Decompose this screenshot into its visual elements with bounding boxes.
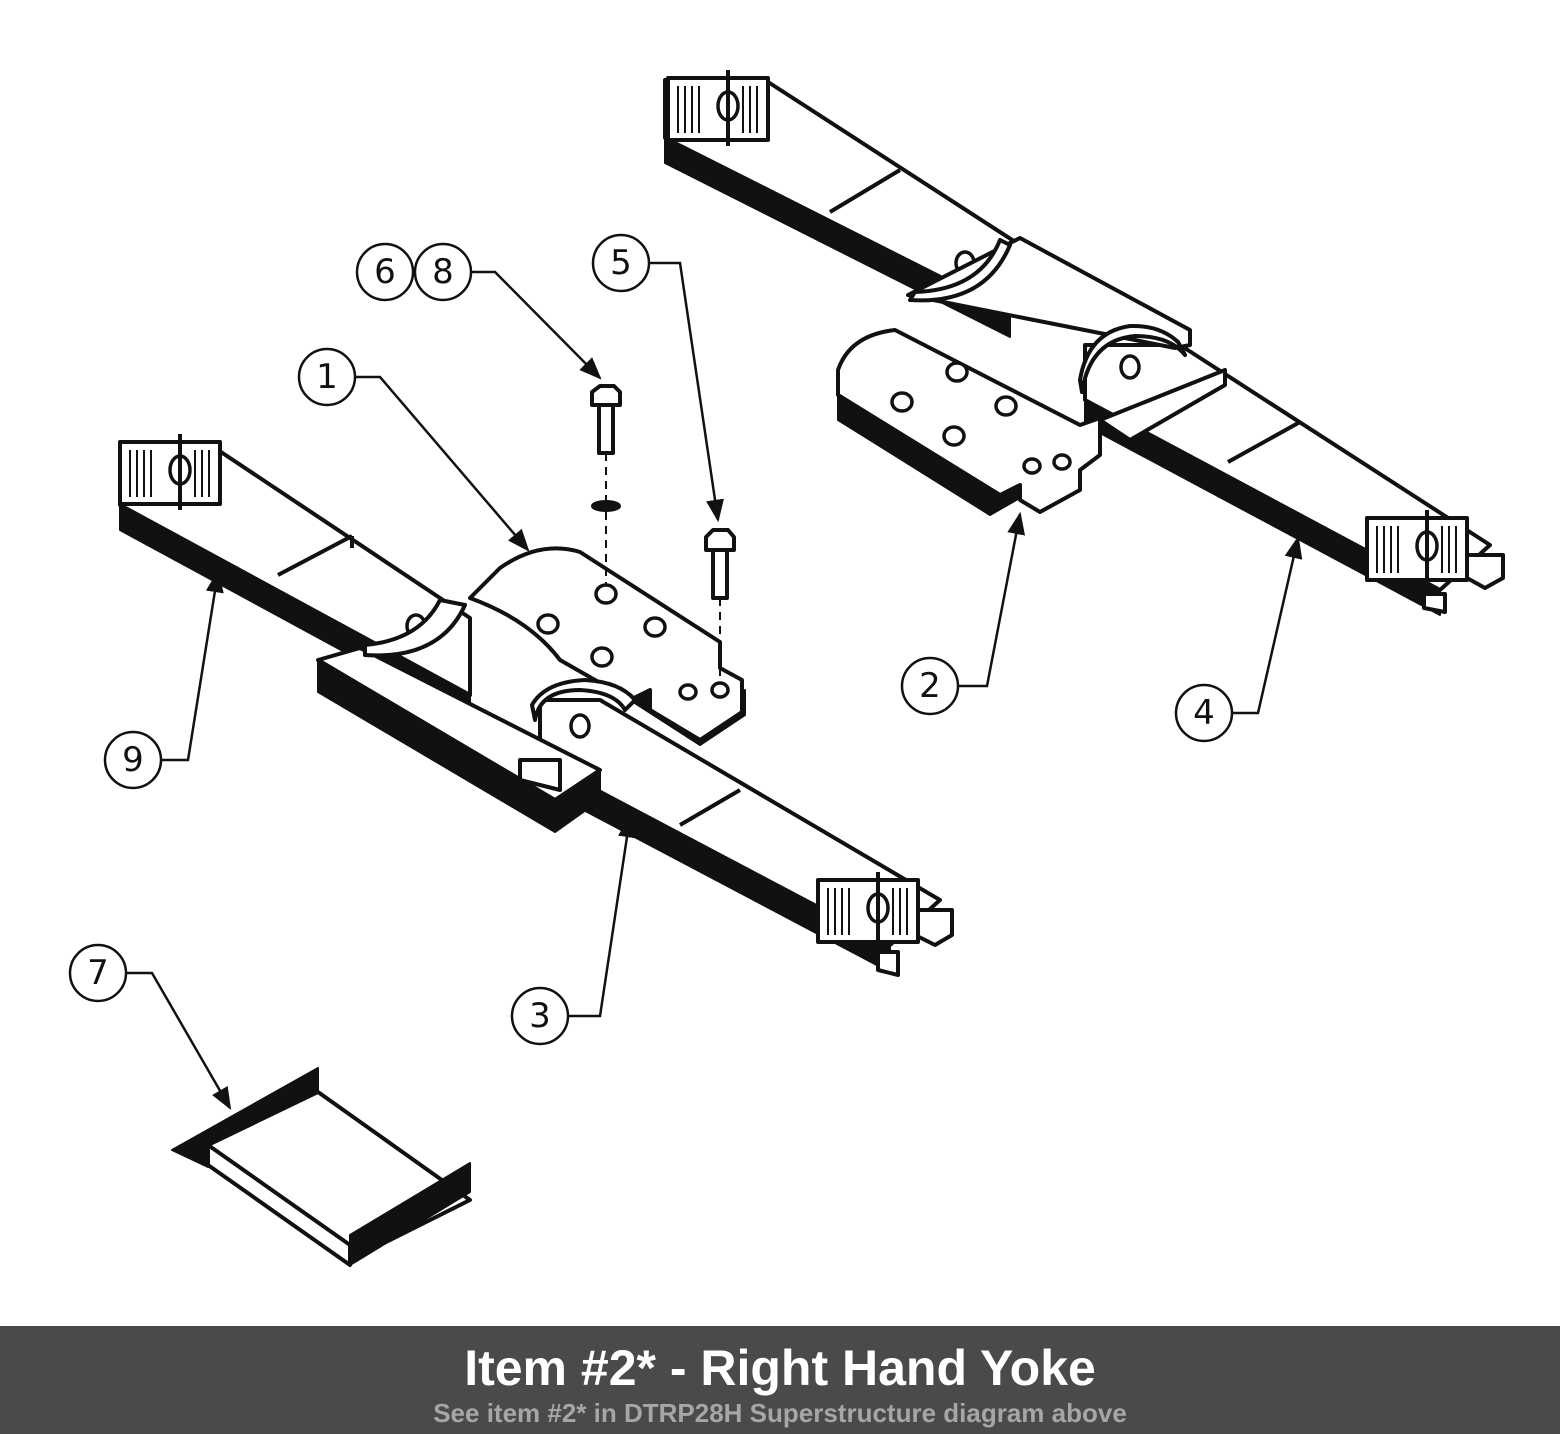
leader-3 [568, 814, 636, 1018]
leader-1 [355, 375, 530, 552]
balloon-7: 7 [68, 943, 128, 1003]
right-center-plate [836, 236, 1227, 516]
balloon-6-label: 6 [374, 252, 396, 292]
balloon-3-label: 3 [529, 996, 551, 1036]
caption-bar: Item #2* - Right Hand Yoke See item #2* … [0, 1326, 1560, 1434]
left-end-pad-upper [118, 434, 222, 510]
caption-title: Item #2* - Right Hand Yoke [464, 1340, 1096, 1396]
balloon-9-label: 9 [122, 740, 144, 780]
balloon-7-label: 7 [87, 953, 109, 993]
balloon-6: 6 [355, 242, 415, 302]
channel-plate [171, 1067, 472, 1267]
balloon-2-label: 2 [919, 666, 941, 706]
balloon-3: 3 [510, 986, 570, 1046]
left-yoke-assembly [118, 434, 954, 977]
balloon-5: 5 [591, 233, 651, 293]
balloon-9: 9 [103, 730, 163, 790]
balloon-1-label: 1 [316, 357, 338, 397]
leader-2 [958, 511, 1026, 688]
balloon-2: 2 [900, 656, 960, 716]
leader-7 [126, 971, 232, 1110]
left-end-pad-lower [816, 872, 920, 950]
left-base-block [316, 646, 602, 833]
balloon-4: 4 [1174, 683, 1234, 743]
balloon-8: 8 [413, 242, 473, 302]
right-yoke-assembly [663, 70, 1505, 616]
bolt [704, 528, 736, 678]
exploded-parts-diagram: 1 6 8 5 9 3 2 4 7 [68, 70, 1505, 1267]
balloon-8-label: 8 [432, 252, 454, 292]
caption-subtitle: See item #2* in DTRP28H Superstructure d… [433, 1398, 1127, 1428]
bolt-with-washer [590, 384, 622, 585]
right-end-pad-lower [1365, 510, 1469, 588]
leader-4 [1232, 535, 1303, 715]
left-center-plate [363, 546, 746, 746]
leader-5 [650, 261, 724, 523]
leader-6-8 [472, 270, 602, 380]
balloon-5-label: 5 [610, 243, 632, 283]
balloon-4-label: 4 [1193, 693, 1215, 733]
balloon-1: 1 [297, 347, 357, 407]
right-end-pad-upper [666, 70, 770, 146]
leader-lines [126, 261, 1303, 1110]
leader-9 [161, 569, 224, 762]
